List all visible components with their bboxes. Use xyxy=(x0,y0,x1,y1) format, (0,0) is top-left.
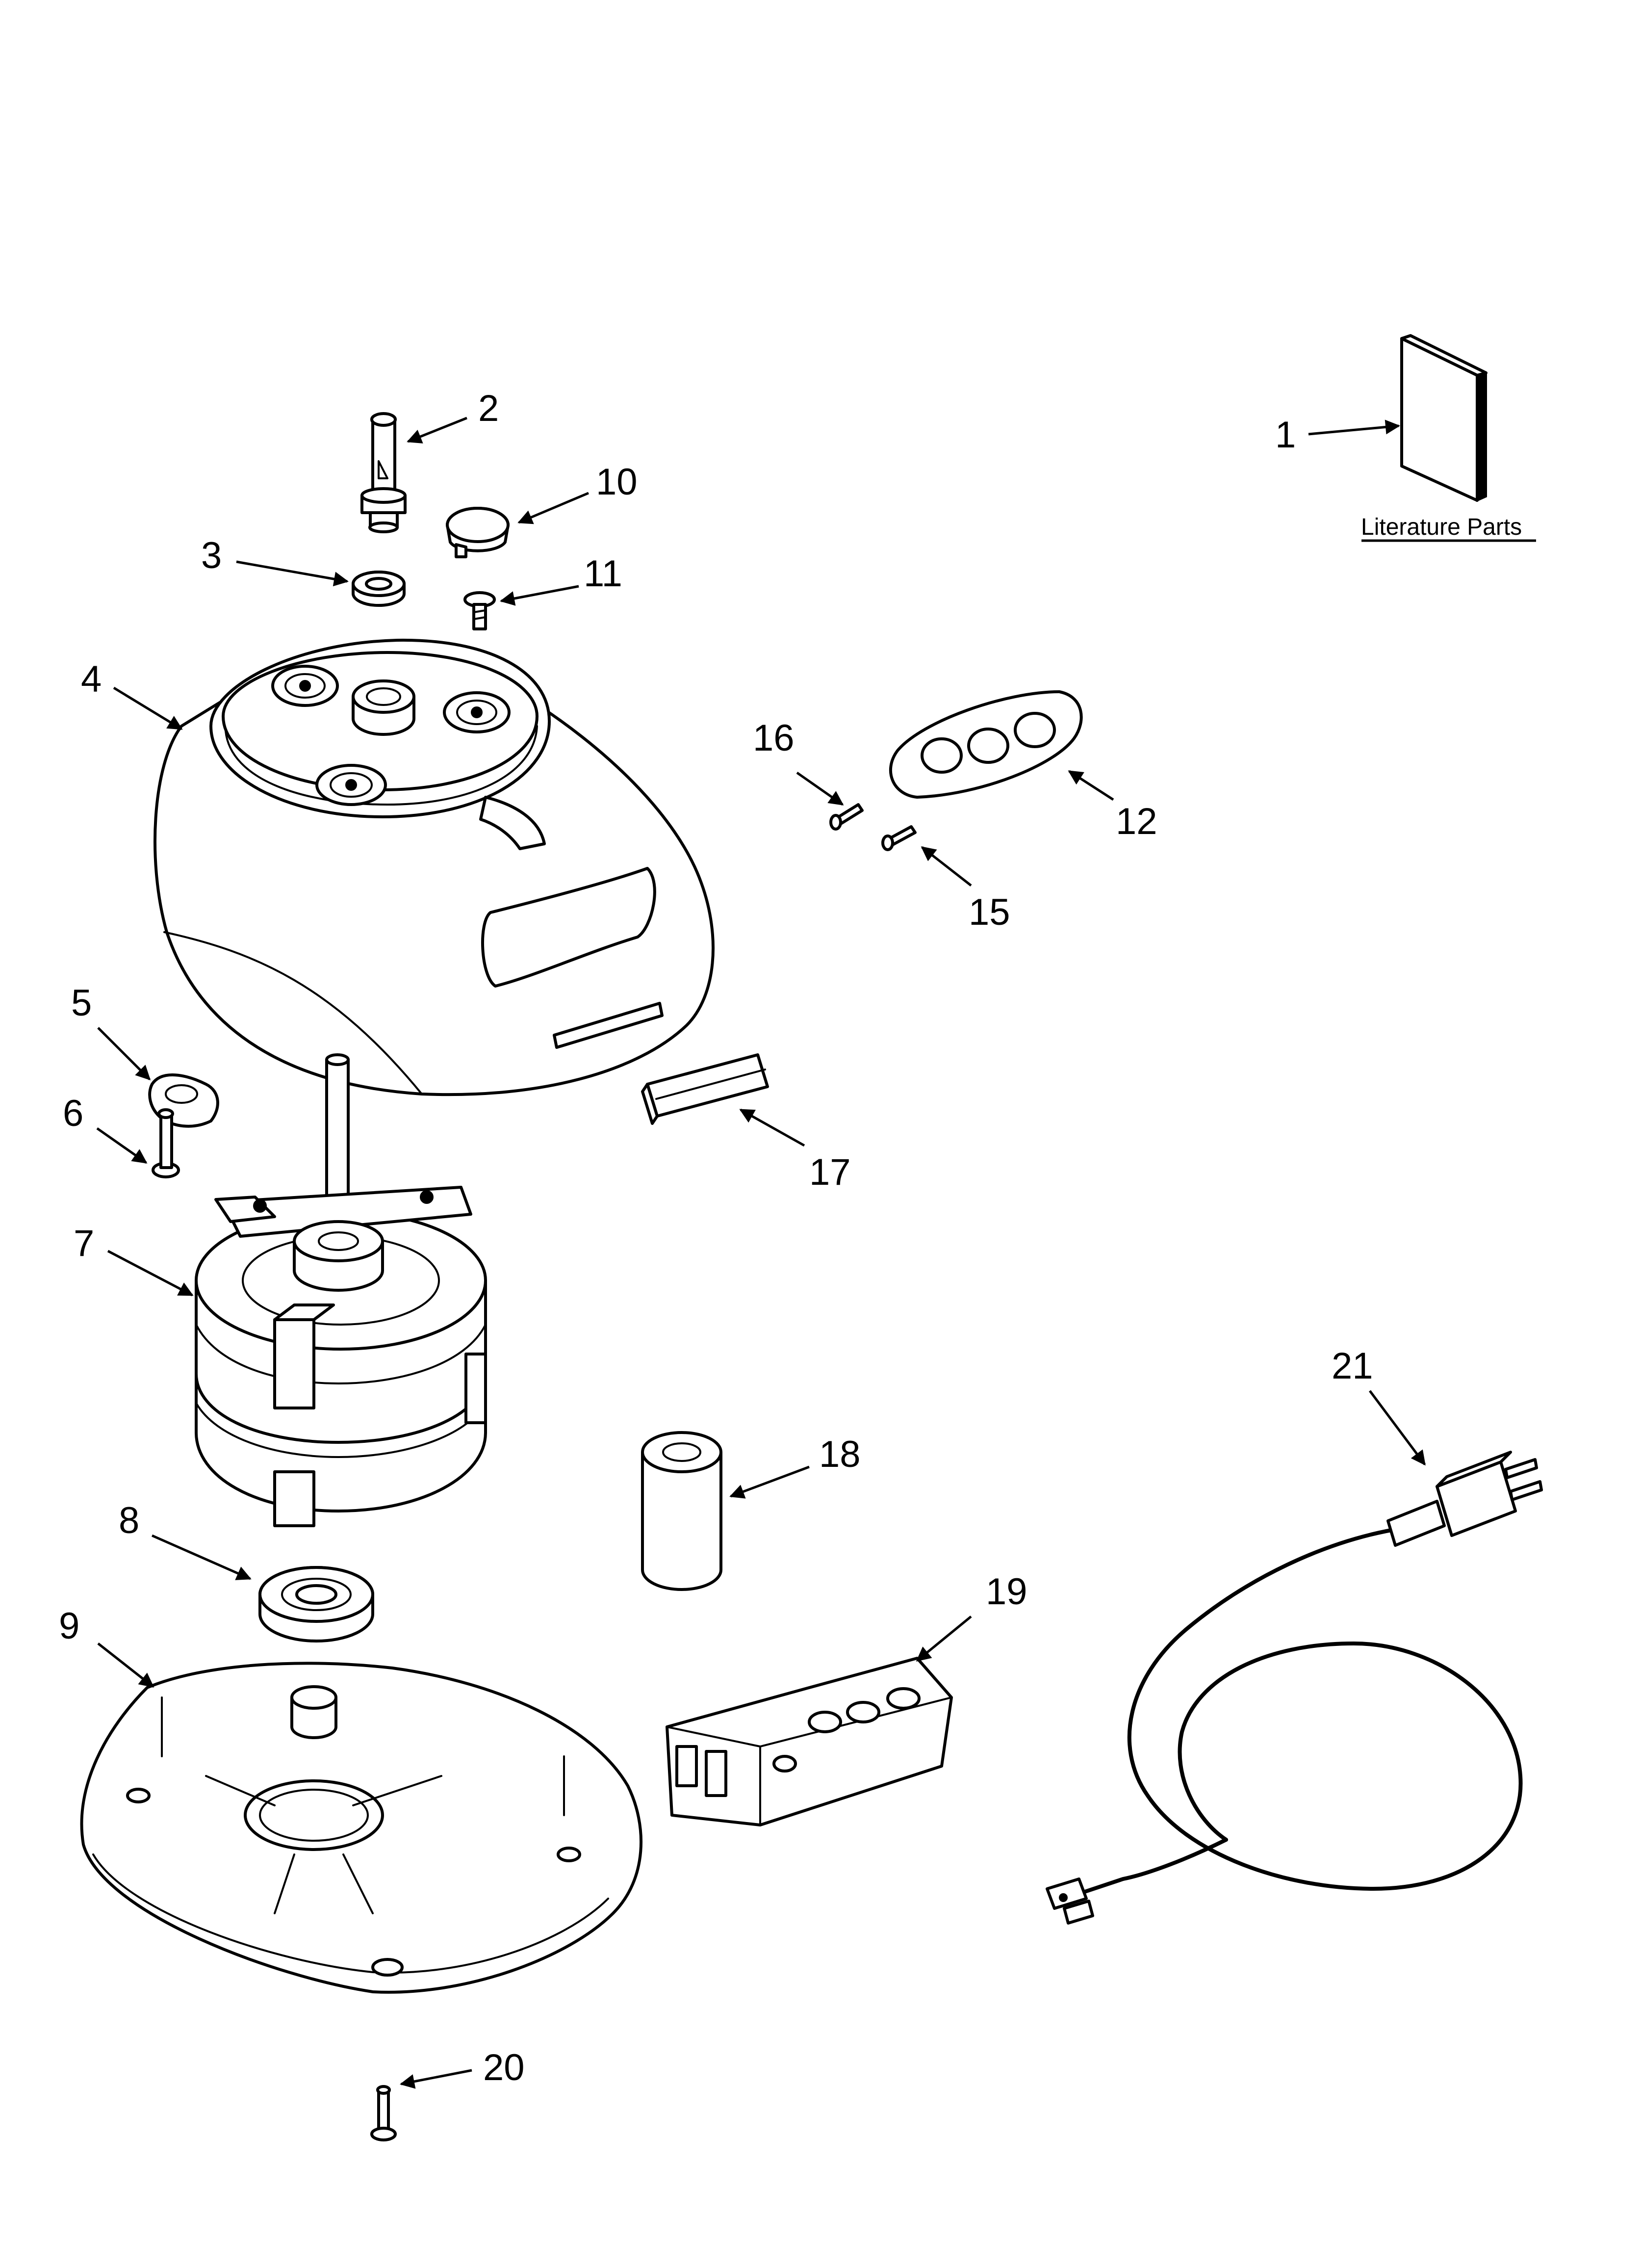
callout-15: 15 xyxy=(969,891,1010,933)
callout-2: 2 xyxy=(478,388,499,429)
callout-7: 7 xyxy=(74,1223,94,1264)
part-16-screw xyxy=(829,803,864,831)
part-17-switch-lever xyxy=(641,1053,769,1125)
part-3-bearing-ring xyxy=(352,571,406,607)
callout-9: 9 xyxy=(59,1605,79,1647)
leader-19 xyxy=(916,1616,972,1662)
leader-1 xyxy=(1308,419,1400,436)
leader-10 xyxy=(517,492,589,524)
part-9-base xyxy=(80,1662,642,1994)
callout-1: 1 xyxy=(1275,414,1296,456)
part-10-cap xyxy=(446,507,510,558)
part-15-screw xyxy=(881,825,917,851)
callout-6: 6 xyxy=(63,1093,83,1134)
leader-16 xyxy=(796,771,844,806)
part-1-literature-booklet xyxy=(1400,334,1488,502)
part-4-housing xyxy=(154,638,715,1096)
leader-17 xyxy=(739,1108,805,1147)
leader-11 xyxy=(500,585,579,606)
leader-5 xyxy=(97,1027,151,1081)
leader-20 xyxy=(400,2069,472,2089)
leader-7 xyxy=(107,1250,194,1297)
callout-12: 12 xyxy=(1116,801,1157,842)
leader-3 xyxy=(236,560,349,587)
callout-5: 5 xyxy=(71,982,92,1024)
callout-4: 4 xyxy=(81,658,102,700)
part-8-grommet xyxy=(258,1566,374,1642)
part-18-capacitor xyxy=(641,1431,722,1591)
part-6-screw xyxy=(152,1108,180,1178)
leader-15 xyxy=(921,846,972,886)
part-7-motor xyxy=(195,1053,487,1527)
callout-16: 16 xyxy=(753,717,795,759)
leader-4 xyxy=(113,686,183,730)
leader-6 xyxy=(96,1127,148,1164)
part-2-drive-coupler xyxy=(360,412,407,533)
callout-19: 19 xyxy=(986,1571,1027,1613)
literature-parts-label: Literature Parts xyxy=(1361,514,1522,540)
callout-10: 10 xyxy=(596,461,638,503)
leader-18 xyxy=(729,1465,810,1499)
callout-11: 11 xyxy=(584,553,622,595)
callout-17: 17 xyxy=(809,1151,851,1193)
leader-21 xyxy=(1368,1390,1426,1466)
leader-12 xyxy=(1068,770,1114,801)
callout-8: 8 xyxy=(119,1500,139,1541)
callout-20: 20 xyxy=(483,2047,525,2088)
leader-9 xyxy=(97,1642,154,1688)
leader-lines xyxy=(96,417,1426,2089)
callout-3: 3 xyxy=(201,535,222,576)
leader-2 xyxy=(407,417,467,443)
part-12-control-overlay xyxy=(889,690,1083,799)
callout-18: 18 xyxy=(819,1434,861,1475)
part-11-screw xyxy=(463,591,496,630)
part-19-switch-assembly xyxy=(666,1657,953,1826)
leader-8 xyxy=(151,1534,252,1580)
callout-21: 21 xyxy=(1332,1345,1373,1387)
part-20-screw xyxy=(370,2085,397,2141)
part-21-power-cord xyxy=(1046,1451,1543,1925)
callout-numbers: 1 2 3 4 5 6 7 8 9 10 11 12 15 16 17 18 1… xyxy=(59,388,1373,2088)
